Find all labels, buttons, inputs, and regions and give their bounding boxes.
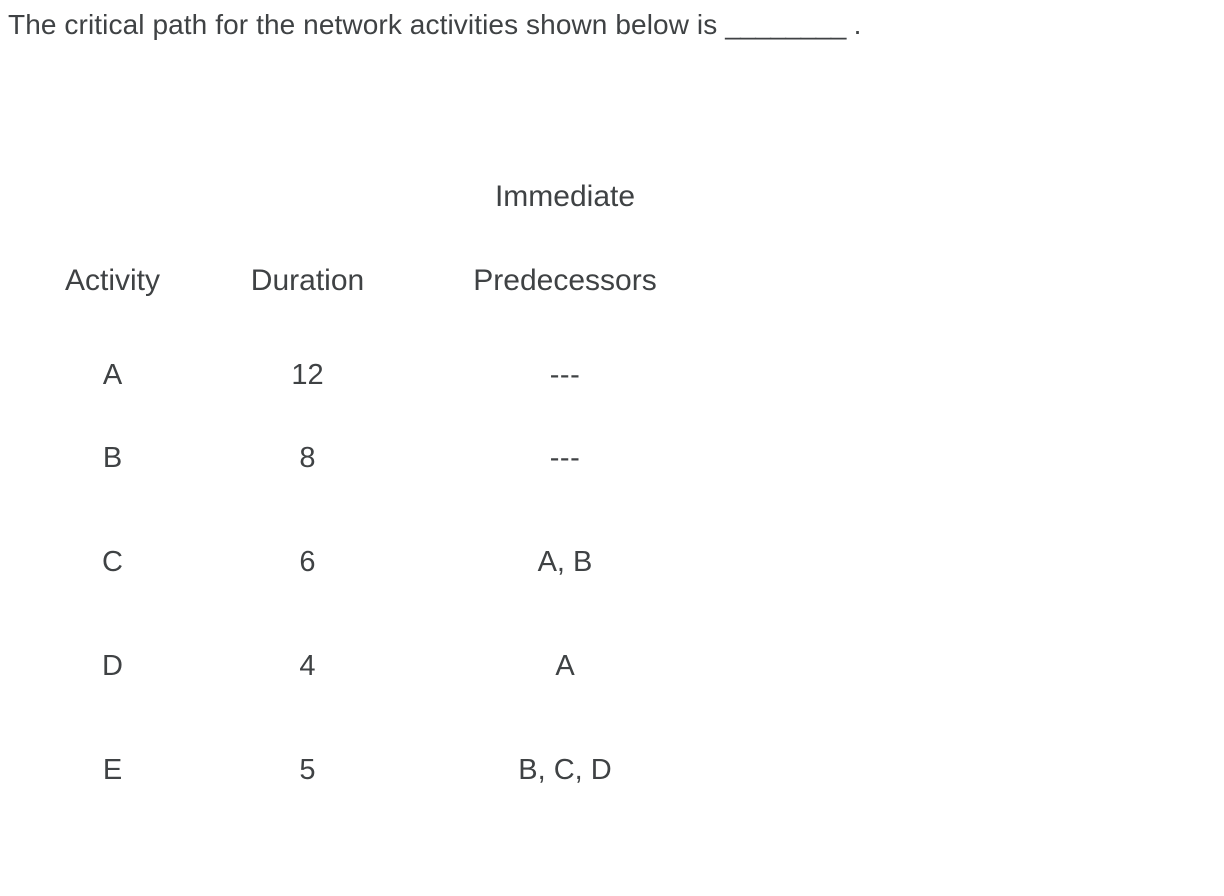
column-header-activity-label: Activity (64, 264, 160, 297)
cell-predecessors: --- (549, 359, 581, 391)
cell-duration: 6 (299, 546, 316, 578)
cell-duration: 12 (291, 359, 324, 391)
column-header-predecessors-line2: Predecessors (473, 264, 657, 297)
question-text-after-blank: . (845, 9, 862, 40)
question-prompt: The critical path for the network activi… (8, 5, 862, 45)
table-row: C 6 A, B (0, 510, 740, 614)
table-row: A 12 --- (0, 302, 740, 406)
table-header-row: Activity Duration Immediate Predecessors (0, 178, 740, 302)
cell-duration: 4 (299, 650, 316, 682)
question-text-before-blank: The critical path for the network activi… (8, 9, 726, 40)
cell-predecessors: A (555, 650, 575, 682)
activity-network-table: Activity Duration Immediate Predecessors… (0, 178, 740, 822)
answer-blank: ________ (725, 9, 846, 40)
cell-activity: A (102, 359, 123, 391)
column-header-duration-label: Duration (250, 264, 365, 297)
cell-activity: D (102, 650, 123, 682)
cell-duration: 8 (299, 442, 316, 474)
table-row: B 8 --- (0, 406, 740, 510)
table-row: D 4 A (0, 614, 740, 718)
column-header-duration: Duration (225, 178, 390, 302)
column-header-predecessors: Immediate Predecessors (390, 178, 740, 302)
cell-activity: B (102, 442, 123, 474)
cell-activity: C (102, 546, 123, 578)
column-header-activity: Activity (0, 178, 225, 302)
cell-predecessors: --- (549, 442, 581, 474)
cell-predecessors: A, B (537, 546, 593, 578)
cell-activity: E (102, 754, 123, 786)
column-header-predecessors-line1: Immediate (494, 180, 636, 213)
table-row: E 5 B, C, D (0, 718, 740, 822)
cell-predecessors: B, C, D (518, 754, 612, 786)
cell-duration: 5 (299, 754, 316, 786)
